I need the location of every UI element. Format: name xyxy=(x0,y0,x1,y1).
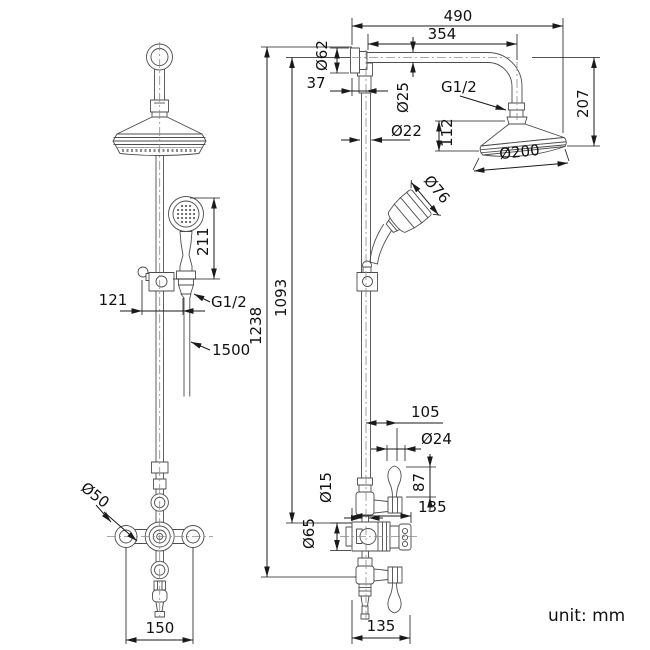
dim-inlet-centers-label: 150 xyxy=(146,619,175,637)
front-thread-label: G1/2 xyxy=(211,293,247,311)
dim-valve-depth-top-label: 135 xyxy=(418,498,447,516)
dim-riser-tube-label: Ø22 xyxy=(391,122,422,140)
side-slider-bracket xyxy=(356,260,378,292)
lower-lever-handle xyxy=(387,582,402,614)
dim-arm-tube-label: Ø25 xyxy=(394,82,412,113)
side-shower-arm xyxy=(350,47,528,125)
spray-face-dots xyxy=(177,205,196,223)
dim-wall-offset-label: 37 xyxy=(306,74,325,92)
side-dimensions: 490 354 Ø62 37 Ø25 G1/2 Ø22 112 xyxy=(247,7,600,644)
front-dimensions: 211 121 G1/2 1500 Ø50 150 xyxy=(77,197,250,644)
dim-valve-flange-label: Ø50 xyxy=(77,478,112,511)
front-hand-shower xyxy=(168,196,204,295)
side-thread-label: G1/2 xyxy=(441,78,477,96)
dim-inlet-pipe-label: Ø15 xyxy=(317,472,335,503)
dim-handle-offset-label: 105 xyxy=(411,403,440,421)
dim-valve-body-label: Ø65 xyxy=(300,518,318,549)
side-thermostatic-valve xyxy=(345,465,412,620)
dim-head-diameter-label: Ø200 xyxy=(498,141,540,163)
front-riser-rail xyxy=(155,152,164,463)
dim-hand-head-label: Ø76 xyxy=(420,172,454,207)
dim-head-height-label: 112 xyxy=(438,118,456,147)
side-shower-head xyxy=(479,123,567,157)
dim-handle-length-label: 87 xyxy=(410,473,428,492)
unit-label: unit: mm xyxy=(548,606,625,626)
dim-reach-label: 490 xyxy=(444,7,473,25)
dim-wall-flange-label: Ø62 xyxy=(313,40,331,71)
hose-length-label: 1500 xyxy=(212,341,250,359)
front-hose xyxy=(180,293,192,397)
dim-head-drop-label: 207 xyxy=(574,89,592,118)
dim-riser-height-label: 1093 xyxy=(272,279,290,317)
front-view xyxy=(107,42,213,618)
side-hand-shower: Ø76 xyxy=(369,172,454,265)
dim-valve-depth-bottom-label: 135 xyxy=(367,617,396,635)
dim-bracket-offset-label: 121 xyxy=(99,291,128,309)
front-slider-bracket xyxy=(137,266,175,292)
dim-arm-length-label: 354 xyxy=(428,25,457,43)
upper-lever-handle xyxy=(387,465,402,498)
dim-total-height-label: 1238 xyxy=(247,307,265,345)
dim-hand-shower-length-label: 211 xyxy=(194,227,212,256)
dim-handle-diameter-label: Ø24 xyxy=(421,430,452,448)
